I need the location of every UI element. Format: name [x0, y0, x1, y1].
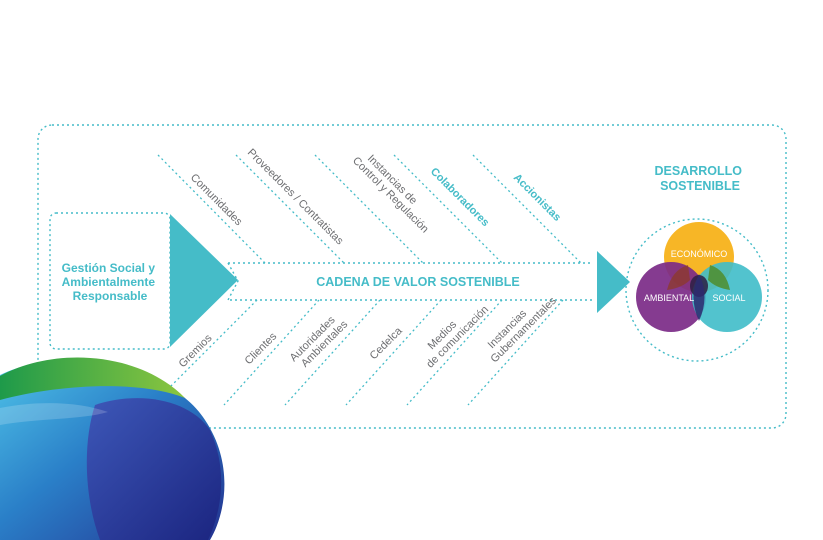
bottom-bones: [161, 299, 564, 406]
globe-highlight: [0, 403, 108, 425]
source-arrow: [170, 214, 238, 347]
goal-arrow: [597, 251, 630, 313]
bone-label-clientes: Clientes: [243, 330, 280, 367]
venn-diagram: ECONÓMICO AMBIENTAL SOCIAL: [636, 222, 762, 332]
outer-frame: [37, 124, 787, 429]
bone-line: [393, 154, 503, 264]
value-chain-spine: [227, 262, 592, 301]
bone-line: [345, 299, 442, 406]
top-bones: [157, 154, 582, 264]
bone-line: [284, 299, 381, 406]
bottom-bone-labels: Gremios Clientes Autoridades Ambientales…: [177, 286, 559, 373]
source-box-label: Gestión Social y Ambientalmente Responsa…: [62, 261, 159, 303]
bone-label-cedelca: Cedelca: [368, 324, 406, 362]
bone-label-accionistas: Accionistas: [511, 172, 563, 224]
bone-label-comunidades: Comunidades: [188, 172, 245, 229]
bone-line: [157, 154, 266, 264]
bone-label-autoridades: Autoridades Ambientales: [288, 310, 351, 373]
venn-label-economico: ECONÓMICO: [671, 249, 728, 259]
bone-line: [223, 299, 320, 406]
venn-overlap-econ-social: [708, 265, 730, 290]
source-box: [49, 212, 171, 350]
bone-line: [235, 154, 345, 264]
bone-line: [467, 299, 564, 406]
bone-label-colaboradores: Colaboradores: [428, 166, 491, 229]
spine-label: CADENA DE VALOR SOSTENIBLE: [316, 275, 520, 289]
goal-circle: [625, 218, 769, 362]
bone-label-gremios: Gremios: [177, 332, 215, 370]
bone-line: [406, 299, 503, 406]
bone-label-instancias-gub: Instancias Gubernamentales: [480, 286, 559, 365]
bone-label-medios: Medios de comunicación: [416, 295, 491, 370]
bone-label-proveedores: Proveedores / Contratistas: [245, 147, 346, 248]
venn-overlap-econ-amb-2: [667, 265, 690, 290]
bone-line: [472, 154, 582, 264]
venn-label-social: SOCIAL: [712, 293, 745, 303]
globe-dark-segment: [86, 398, 222, 540]
globe-leaf: [0, 357, 185, 400]
goal-title: DESARROLLO SOSTENIBLE: [655, 164, 746, 193]
bone-label-instancias-control: Instancias de Control y Regulación: [350, 146, 439, 235]
globe-logo: [0, 357, 225, 540]
bone-line: [314, 154, 424, 264]
venn-label-ambiental: AMBIENTAL: [644, 293, 694, 303]
venn-overlap-amb-social: [693, 274, 705, 321]
bone-line: [161, 299, 258, 396]
top-bone-labels: Comunidades Proveedores / Contratistas I…: [188, 146, 563, 248]
